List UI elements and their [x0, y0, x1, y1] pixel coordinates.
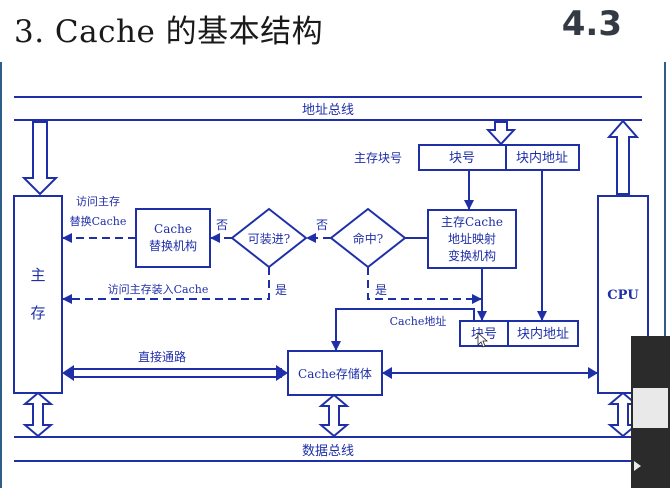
video-overlay-panel [631, 336, 670, 488]
cpu-data-bus-arrow [607, 391, 639, 438]
main-memory-block-no-label: 主存块号 [354, 151, 402, 165]
arrowhead-storage-left [382, 367, 392, 379]
cpu-to-address-bus-arrow [606, 119, 640, 195]
address-bus-to-memory-arrow [21, 121, 59, 196]
access-replace-label-2: 替换Cache [70, 214, 127, 228]
cpu-label: CPU [607, 288, 639, 303]
storage-data-bus-arrow [318, 393, 350, 438]
cache-reg-to-storage-line [335, 308, 475, 351]
arrowhead-to-storage [331, 341, 341, 351]
cache-reg-in-block-addr: 块内地址 [517, 326, 569, 342]
memory-data-bus-arrow [22, 391, 54, 438]
replace-box [135, 208, 211, 268]
replace-label-2: 替换机构 [149, 238, 197, 253]
canload-no-label: 否 [216, 218, 228, 232]
arrowhead-storage-right [588, 367, 598, 379]
play-icon[interactable] [634, 461, 641, 471]
replace-label-1: Cache [154, 222, 192, 236]
cache-storage-label: Cache存储体 [298, 366, 372, 381]
arrowhead-canload-yes [62, 294, 72, 304]
hit-yes-label: 是 [375, 283, 387, 297]
arrowhead-mapping-down [477, 311, 487, 321]
section-number: 4.3 [561, 4, 622, 44]
mapping-label-1: 主存Cache [441, 215, 503, 229]
canload-yes-line [62, 267, 270, 300]
hit-label: 命中? [353, 231, 383, 246]
address-bus-label: 地址总线 [302, 103, 354, 118]
register-in-block-addr: 块内地址 [516, 150, 568, 166]
access-replace-label-1: 访问主存 [76, 194, 120, 208]
left-frame-rule [0, 62, 2, 488]
data-bus-label: 数据总线 [302, 444, 354, 459]
arrowhead-hit-yes [472, 294, 482, 304]
direct-path-label: 直接通路 [138, 349, 186, 364]
access-load-label: 访问主存装入Cache [108, 282, 209, 296]
arrowhead-to-mapping [464, 200, 474, 210]
hit-yes-line [367, 267, 482, 300]
hit-no-label: 否 [316, 218, 328, 232]
register-block-no: 块号 [449, 151, 475, 166]
mapping-label-3: 变换机构 [448, 248, 496, 263]
main-memory-box [13, 195, 63, 394]
cache-addr-label: Cache地址 [390, 314, 447, 328]
mouse-cursor-icon [477, 332, 489, 348]
block-address-register [418, 144, 580, 171]
mapping-label-2: 地址映射 [448, 231, 496, 246]
main-memory-label-2: 存 [30, 304, 45, 322]
arrowhead-to-replace [210, 233, 220, 243]
arrowhead-inblock-down [537, 311, 547, 321]
arrowhead-direct-right [276, 365, 288, 381]
can-load-label: 可装进? [248, 232, 290, 246]
canload-yes-label: 是 [275, 283, 287, 297]
arrowhead-replace-to-memory [62, 233, 72, 243]
main-memory-label-1: 主 [30, 266, 45, 284]
slide-title: 3. Cache 的基本结构 [14, 14, 324, 50]
cache-reg-block-no: 块号 [471, 327, 497, 342]
cache-address-register [459, 320, 579, 347]
arrowhead-direct-left [62, 365, 74, 381]
video-overlay-thumbnail [633, 388, 668, 428]
address-bus-to-register-arrow [485, 121, 517, 146]
right-frame-rule [664, 62, 666, 488]
arrowhead-to-canload [306, 233, 316, 243]
